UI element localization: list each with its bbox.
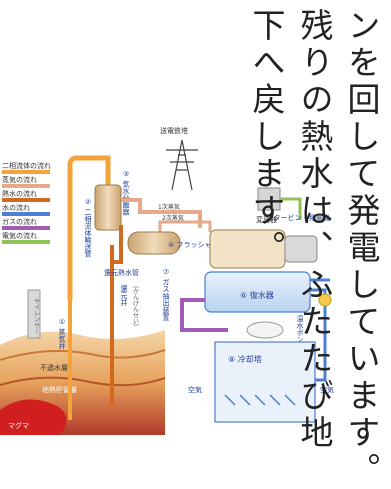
cooling-tower-label: ⑧ 冷却塔	[228, 354, 262, 364]
electric-line	[280, 197, 302, 220]
silencer-label: サイレンサー	[33, 298, 40, 334]
condenser: ⑥ 復水器	[204, 271, 311, 313]
legend-label: ガスの流れ	[2, 217, 37, 226]
flasher: ④ フラッシャー	[127, 231, 219, 255]
hot-water-return-pipe	[110, 225, 123, 264]
legend-label: 蒸気の流れ	[2, 175, 37, 184]
steam-well-label: ① 蒸気井	[58, 318, 66, 350]
separator: ③ 気水分離器	[94, 170, 130, 231]
hot-water-pipe-label: 還元熱水管	[104, 268, 139, 277]
wells-group: サイレンサー ① 蒸気井	[27, 245, 114, 420]
turbine-label: ⑤ タービン・発電機	[265, 213, 330, 222]
transmission-tower: 送電鉄塔	[160, 126, 198, 191]
secondary-steam-label: 2次蒸気	[162, 214, 184, 222]
transformer: 変圧器	[256, 187, 281, 224]
pump-label: 温水ポンプ	[296, 314, 304, 350]
legend-label: 熱水の流れ	[2, 189, 37, 198]
flasher-label: ④ フラッシャー	[168, 241, 219, 249]
pump-icon	[318, 293, 332, 307]
reservoir-label: 地熱貯留層	[42, 385, 77, 394]
condenser-label: ⑥ 復水器	[240, 290, 274, 300]
primary-steam-line	[121, 198, 202, 228]
separator-label: ③ 気水分離器	[122, 170, 130, 216]
geothermal-plant-diagram: 不透水層 地熱貯留層 マグマ サイレンサー ① 蒸気井 二相流体の流れ蒸気の流れ…	[0, 126, 334, 435]
reinjection-well-label: 還元井	[120, 284, 128, 307]
reinjection-well-kana-label: （かんげんせい）	[132, 282, 139, 330]
secondary-steam-line	[158, 220, 212, 232]
air-right-label: 空気	[320, 385, 334, 394]
cooling-tower: ⑧ 冷却塔 空気 空気	[188, 321, 334, 423]
gas-line	[180, 298, 228, 332]
air-left-label: 空気	[188, 385, 202, 394]
two-phase-pipe-label: ② 二相流体輸送管	[84, 198, 92, 258]
geothermal-diagram-page: 不透水層 地熱貯留層 マグマ サイレンサー ① 蒸気井 二相流体の流れ蒸気の流れ…	[0, 8, 381, 489]
two-phase-pipe	[67, 155, 111, 300]
impermeable-layer-label: 不透水層	[40, 363, 68, 372]
transmission-tower-label: 送電鉄塔	[160, 126, 188, 135]
silencer	[27, 289, 41, 339]
legend-label: 二相流体の流れ	[2, 161, 51, 170]
magma-label: マグマ	[8, 421, 29, 430]
transformer-label: 変圧器	[256, 215, 277, 224]
legend-label: 水の流れ	[2, 203, 30, 212]
primary-steam-label: 1次蒸気	[158, 203, 180, 211]
gas-extractor-label: ⑦ ガス抽出装置	[162, 268, 170, 320]
magma-area	[0, 399, 67, 435]
body-text-column-2: 残りの熱水は、ふたたび地	[295, 8, 334, 452]
turbine-generator: ⑤ タービン・発電機	[209, 213, 330, 269]
body-text-column-3: 下へ戻します。	[247, 8, 286, 267]
earth-section: 不透水層 地熱貯留層 マグマ	[0, 330, 166, 435]
body-text-column-1: ンを回して発電しています。	[342, 8, 381, 489]
legend-label: 電気の流れ	[2, 231, 37, 240]
